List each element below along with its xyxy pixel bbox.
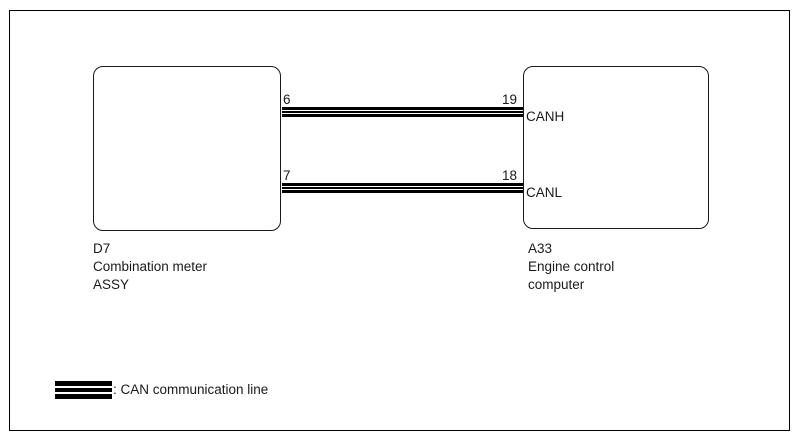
component-name-computer: computer: [528, 277, 585, 292]
can-line-symbol: [55, 381, 112, 399]
diagram-border: [9, 10, 790, 431]
can-wire-canl-middle-stripe: [282, 187, 523, 189]
component-box-combination-meter: [93, 66, 281, 231]
pin-label-19: 19: [501, 92, 517, 107]
component-name-engine-control: Engine control: [528, 259, 615, 274]
can-line-symbol-middle-stripe: [55, 388, 112, 392]
signal-label-canl: CANL: [526, 185, 563, 200]
can-wire-canl: [282, 183, 523, 193]
legend-label: : CAN communication line: [113, 382, 269, 397]
component-name-assy: ASSY: [93, 277, 130, 292]
can-wire-canh: [282, 107, 523, 117]
component-box-engine-control-computer: [523, 66, 709, 229]
component-id-a33: A33: [528, 241, 553, 256]
can-wire-canh-middle-stripe: [282, 111, 523, 113]
pin-label-6: 6: [283, 92, 291, 107]
signal-label-canh: CANH: [526, 109, 565, 124]
pin-label-7: 7: [283, 168, 291, 183]
pin-label-18: 18: [501, 168, 517, 183]
component-id-d7: D7: [93, 241, 111, 256]
component-name-combination-meter: Combination meter: [93, 259, 208, 274]
